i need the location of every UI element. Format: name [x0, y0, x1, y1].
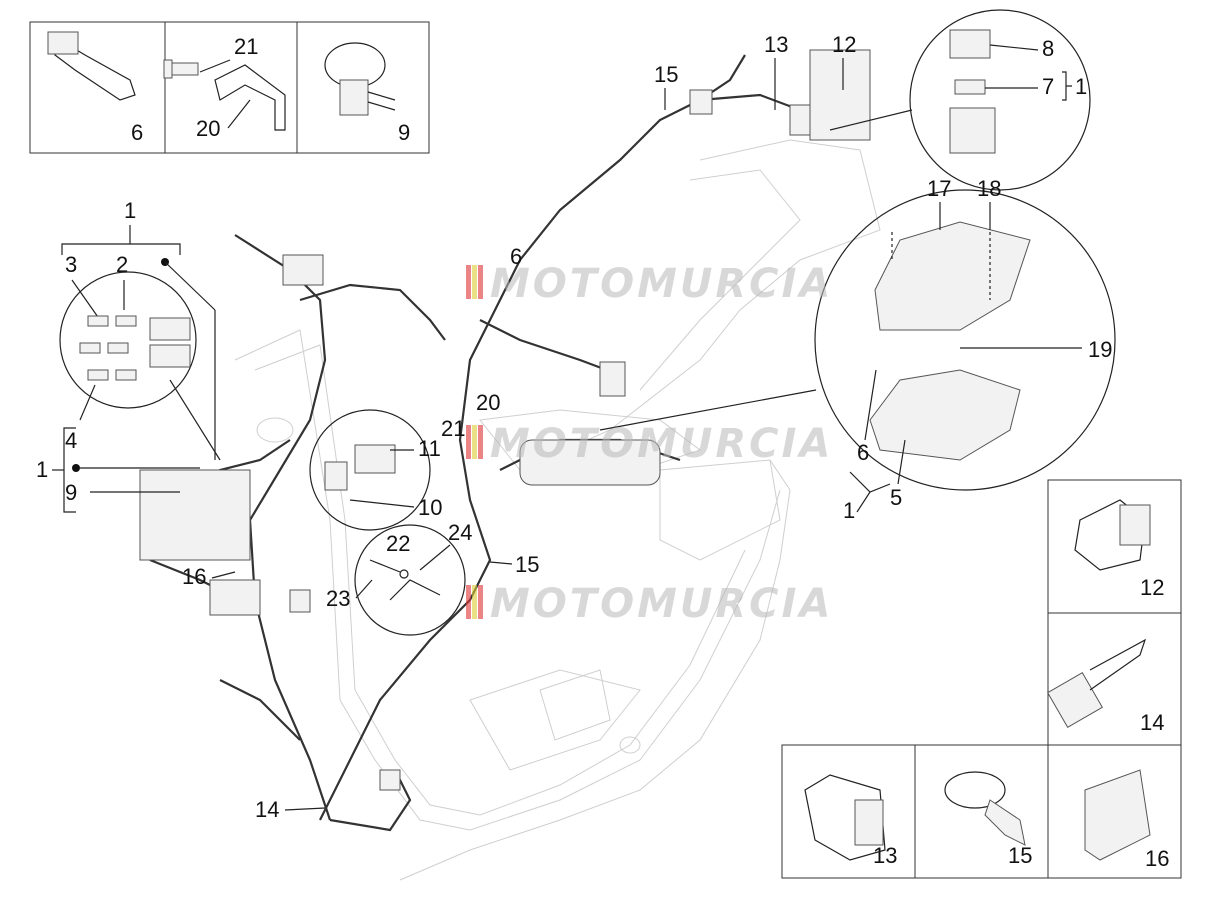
- left-fuse-group: 1 3 2 4 1 9: [36, 198, 221, 513]
- callout-6-mid: 6: [510, 244, 522, 269]
- clip-13-icon: [804, 774, 886, 861]
- clamp-detail-callout: 11 10: [309, 409, 442, 531]
- callout-5: 5: [890, 485, 902, 510]
- right-legend-boxes: 12 14 13 15 16: [781, 479, 1182, 879]
- callout-10: 10: [418, 495, 442, 520]
- callout-3: 3: [65, 252, 77, 277]
- callout-24: 24: [448, 520, 472, 545]
- callout-7: 7: [1042, 74, 1054, 99]
- scooter-frame-outline: [234, 139, 881, 881]
- callout-15-top: 15: [654, 62, 678, 87]
- callout-14-bottom: 14: [255, 797, 279, 822]
- cable-clip-12-icon: [1074, 499, 1151, 571]
- screw-detail-callout: 22 24 23: [326, 520, 472, 636]
- cable-tie-15-icon: [944, 771, 1026, 846]
- bracket-20-icon: [214, 64, 286, 131]
- callout-17: 17: [927, 176, 951, 201]
- clip-band-6-icon: [47, 31, 136, 101]
- callout-2: 2: [116, 252, 128, 277]
- legend-label-6: 6: [131, 120, 143, 145]
- callout-19: 19: [1088, 337, 1112, 362]
- connector-9-icon: [324, 42, 396, 116]
- legend-label-14: 14: [1140, 710, 1164, 735]
- watermark-1: MOTOMURCIA: [490, 261, 833, 307]
- fuse-detail-callout: 8 7 1: [829, 9, 1091, 191]
- cover-detail-callout: 17 18 19 6 5 1: [599, 176, 1116, 523]
- callout-21-mid: 21: [441, 416, 465, 441]
- legend-label-12: 12: [1140, 575, 1164, 600]
- callout-1-left: 1: [124, 198, 136, 223]
- callout-6-cover: 6: [857, 440, 869, 465]
- bolt-21-icon: [163, 59, 199, 79]
- callout-12-top: 12: [832, 32, 856, 57]
- callout-18: 18: [977, 176, 1001, 201]
- legend-label-21: 21: [234, 34, 258, 59]
- callout-4: 4: [65, 428, 77, 453]
- watermark-2: MOTOMURCIA: [490, 421, 833, 467]
- top-left-legend-boxes: 6 21 20 9: [29, 21, 430, 154]
- callout-8: 8: [1042, 36, 1054, 61]
- legend-label-16: 16: [1145, 846, 1169, 871]
- callout-20-mid: 20: [476, 390, 500, 415]
- callout-9-left: 9: [65, 480, 77, 505]
- watermark-group: MOTOMURCIA MOTOMURCIA MOTOMURCIA: [466, 261, 833, 627]
- callout-15-mid: 15: [515, 552, 539, 577]
- dot-marker-left: [72, 464, 80, 472]
- callout-1-cover: 1: [843, 498, 855, 523]
- callout-1-dot: 1: [36, 457, 48, 482]
- legend-label-15: 15: [1008, 843, 1032, 868]
- main-wiring-harness: [139, 49, 871, 832]
- legend-label-13: 13: [873, 843, 897, 868]
- callout-22: 22: [386, 531, 410, 556]
- callout-13-top: 13: [764, 32, 788, 57]
- callout-23: 23: [326, 586, 350, 611]
- callout-1-fuse: 1: [1075, 74, 1087, 99]
- legend-label-9: 9: [398, 120, 410, 145]
- watermark-3: MOTOMURCIA: [490, 581, 833, 627]
- pad-16-icon: [1084, 769, 1151, 861]
- callout-11: 11: [418, 436, 441, 461]
- legend-label-20: 20: [196, 116, 220, 141]
- connector-14-icon: [1046, 638, 1147, 729]
- callout-16-mid: 16: [182, 564, 206, 589]
